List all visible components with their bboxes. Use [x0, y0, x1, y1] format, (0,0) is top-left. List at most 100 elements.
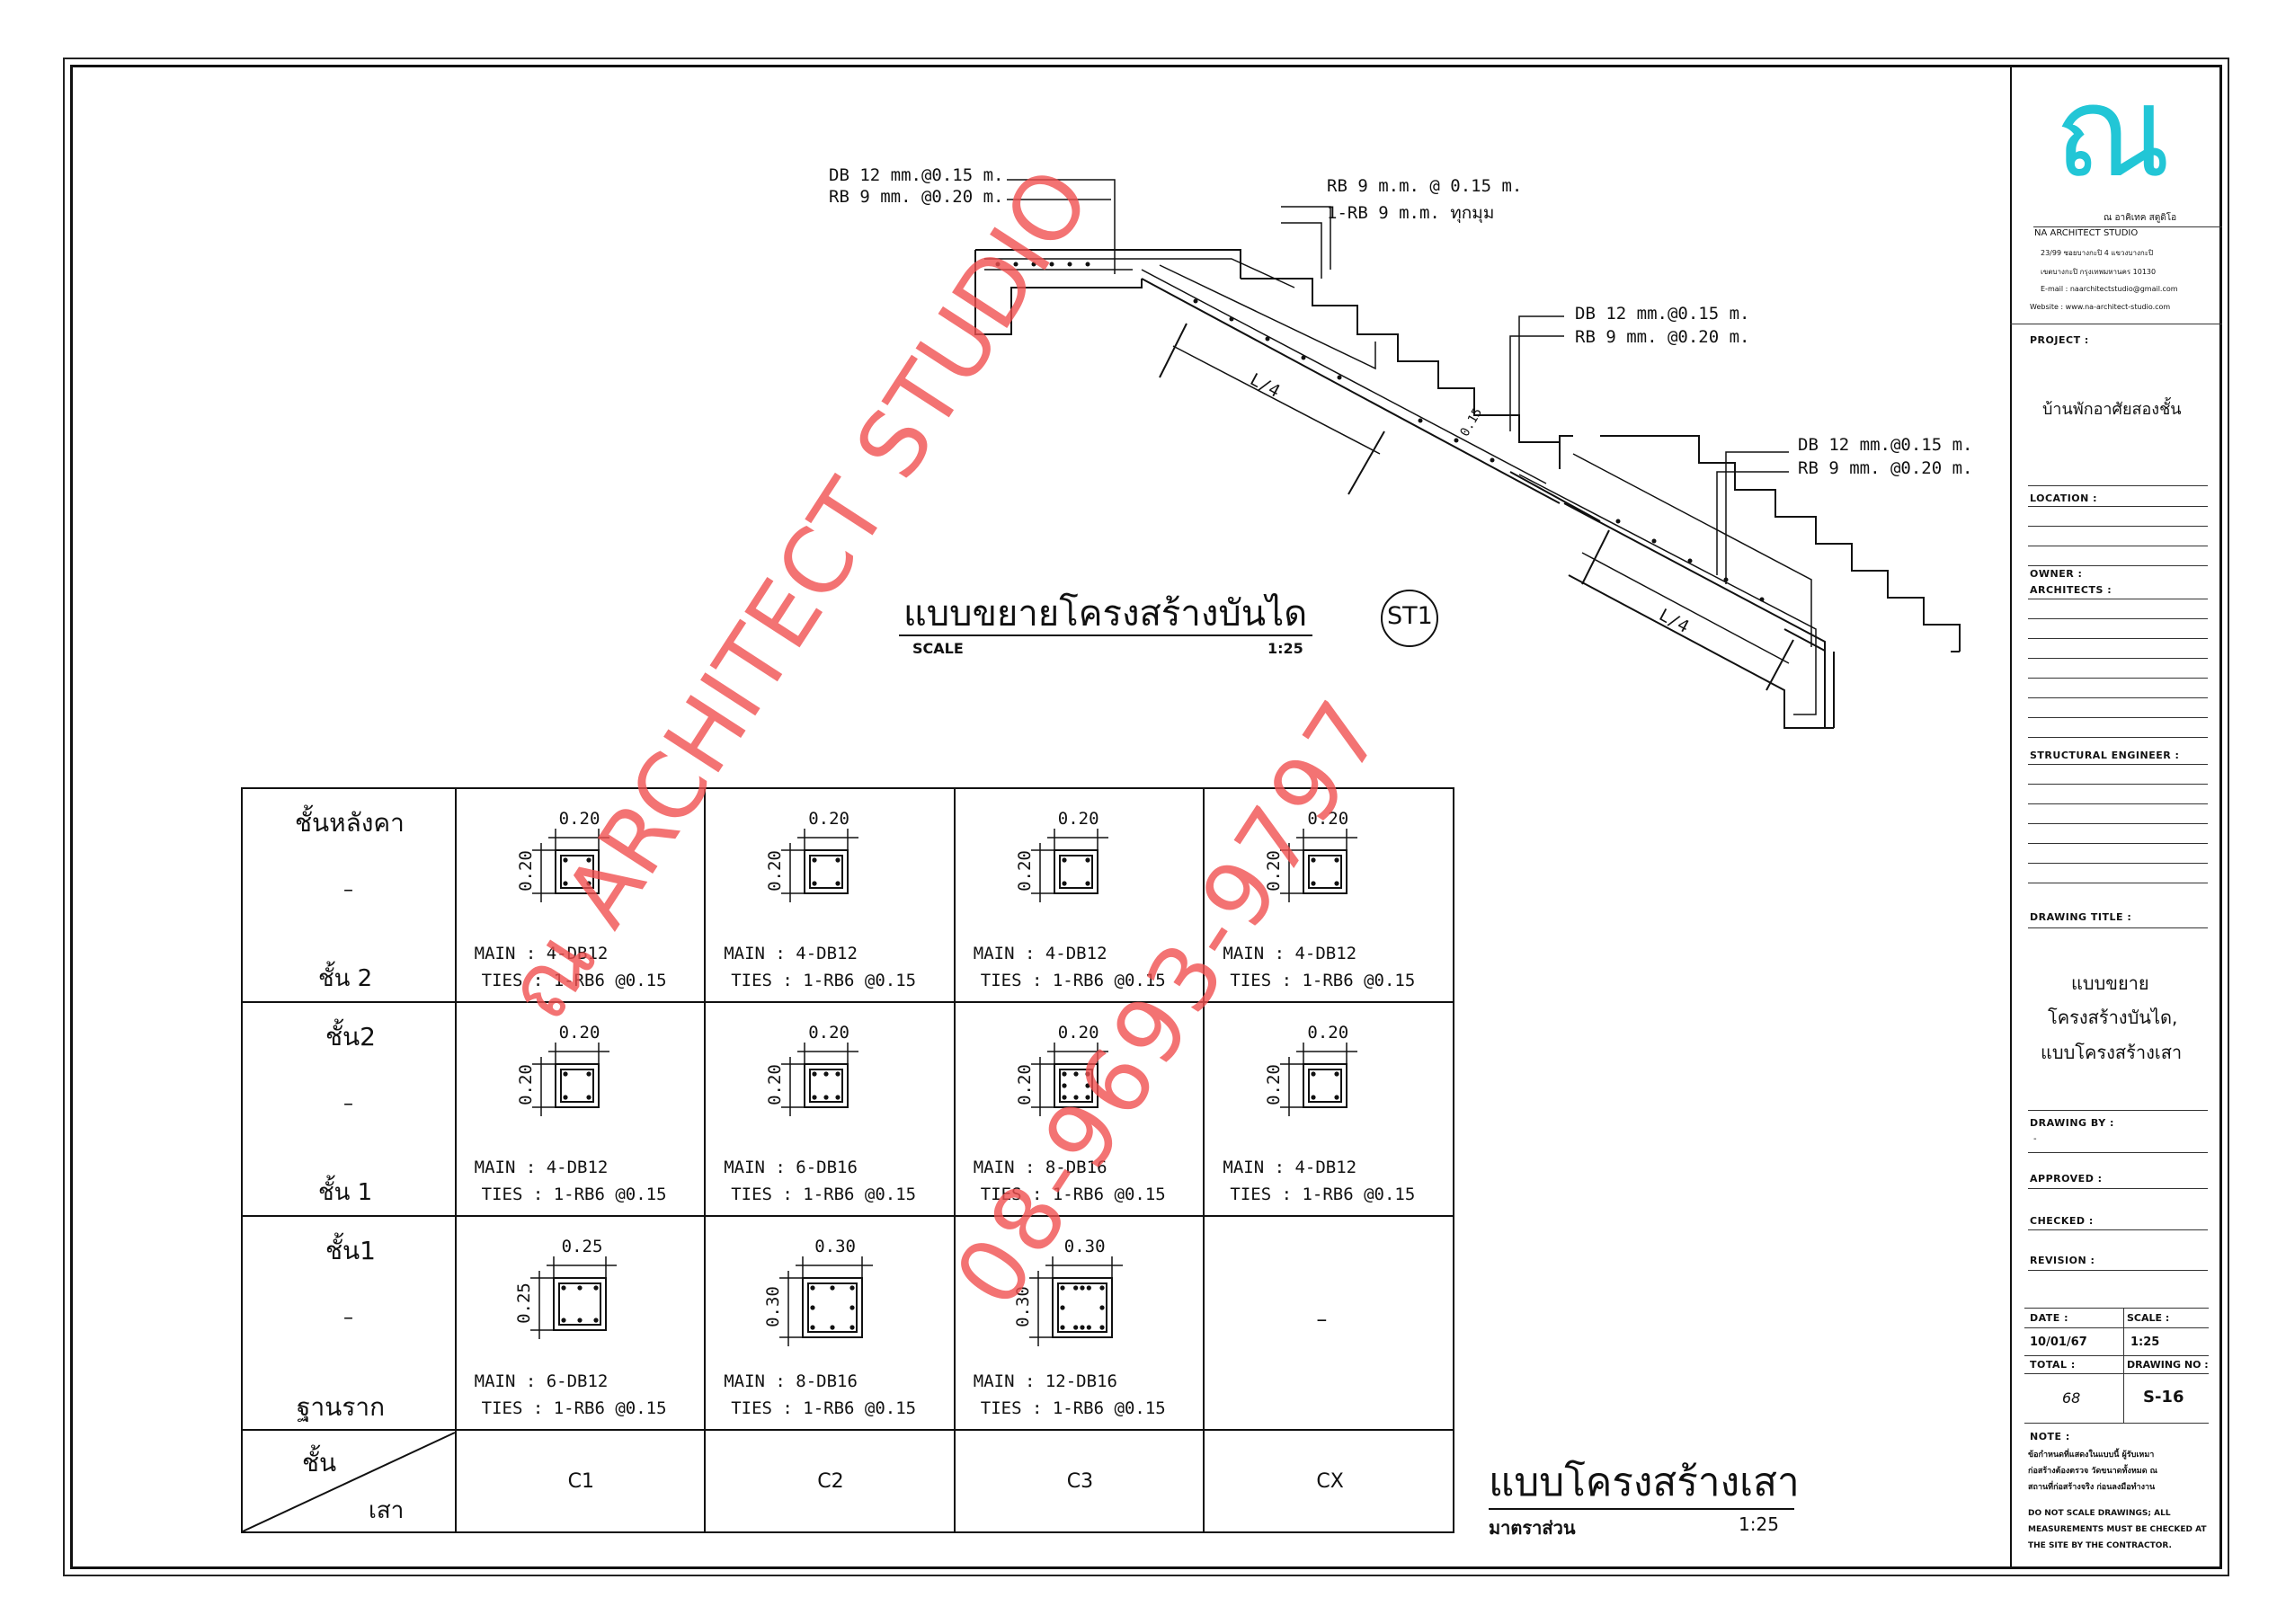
section-dim-top: 0.25: [561, 1237, 603, 1256]
section-dim-top: 0.20: [808, 1023, 849, 1043]
drawing-by-label: DRAWING BY :: [2030, 1117, 2114, 1129]
drawing-title-label: DRAWING TITLE :: [2030, 911, 2132, 923]
column-name-cell: C1: [454, 1429, 707, 1533]
tb-line: [2028, 823, 2208, 824]
project-label: PROJECT :: [2030, 334, 2089, 346]
scale-value: 1:25: [2130, 1336, 2160, 1349]
drawing-title-2: โครงสร้างบันได,: [2048, 1007, 2178, 1028]
tb-line: [2028, 1188, 2208, 1189]
section-dim-top: 0.20: [1057, 1023, 1099, 1043]
tb-line: [2028, 1110, 2208, 1111]
ties-text: TIES : 1-RB6 @0.15: [481, 971, 667, 990]
column-section-diagram: [781, 1043, 859, 1116]
tb-line: [2028, 1229, 2208, 1230]
column-section-diagram: [1280, 1043, 1358, 1116]
section-dim-top: 0.20: [1307, 809, 1349, 829]
ties-text: TIES : 1-RB6 @0.15: [980, 1185, 1166, 1204]
tb-line: [2028, 1270, 2208, 1271]
tb-line: [2024, 1373, 2209, 1374]
logo-divider: [2033, 226, 2222, 227]
main-rebar-text: MAIN : 12-DB16: [973, 1371, 1117, 1391]
ties-text: TIES : 1-RB6 @0.15: [481, 1185, 667, 1204]
ties-text: TIES : 1-RB6 @0.15: [731, 1398, 917, 1418]
header-floor: ชั้น: [302, 1448, 337, 1478]
column-name-cell: C2: [704, 1429, 956, 1533]
drawing-title-3: แบบโครงสร้างเสา: [2041, 1042, 2183, 1063]
scale-label: SCALE :: [2127, 1312, 2170, 1324]
note-th-2: ก่อสร้างต้องตรวจ วัดขนาดทั้งหมด ณ: [2028, 1467, 2158, 1476]
tb-line: [2028, 658, 2208, 659]
table-row: ชั้น เสา C1 C2 C3 CX: [241, 1429, 1454, 1533]
stair-tag: ST1: [1387, 602, 1433, 630]
row-label-cell: ชั้น2 – ชั้น 1: [241, 1001, 457, 1217]
diagonal-line: [243, 1432, 456, 1532]
column-title-underline: [1489, 1508, 1794, 1510]
tb-line: [2028, 843, 2208, 844]
section-dim-top: 0.30: [1063, 1237, 1106, 1256]
tb-line: [2028, 697, 2208, 698]
tb-line: [2028, 506, 2208, 507]
office-website: Website : www.na-architect-studio.com: [2030, 303, 2171, 311]
row-label-cell: ชั้น1 – ฐานราก: [241, 1215, 457, 1431]
stair-callout-2a: RB 9 m.m. @ 0.15 m.: [1327, 176, 1523, 196]
ties-text: TIES : 1-RB6 @0.15: [980, 971, 1166, 990]
section-dim-top: 0.20: [808, 809, 849, 829]
tb-line: [2028, 784, 2208, 785]
tb-line: [2028, 638, 2208, 639]
ties-text: TIES : 1-RB6 @0.15: [731, 971, 917, 990]
section-dim-top: 0.20: [558, 809, 600, 829]
tb-line: [2028, 565, 2208, 566]
date-label: DATE :: [2030, 1312, 2069, 1324]
tb-line: [2028, 717, 2208, 718]
column-section-diagram: [779, 1256, 874, 1346]
section-dim-top: 0.30: [814, 1237, 856, 1256]
column-section-diagram: [1030, 829, 1108, 902]
project-name: บ้านพักอาศัยสองชั้น: [2042, 400, 2182, 419]
total-value: 68: [2062, 1389, 2081, 1407]
main-rebar-text: MAIN : 4-DB12: [1223, 944, 1357, 963]
ties-text: TIES : 1-RB6 @0.15: [1230, 1185, 1416, 1204]
tb-line: [2024, 1355, 2209, 1356]
section-dim-side: 0.20: [1014, 850, 1035, 892]
note-th-1: ข้อกำหนดที่แสดงในแบบนี้ ผู้รับเหมา: [2028, 1451, 2155, 1460]
ties-text: TIES : 1-RB6 @0.15: [731, 1185, 917, 1204]
revision-label: REVISION :: [2030, 1255, 2095, 1266]
main-rebar-text: MAIN : 4-DB12: [1223, 1158, 1357, 1177]
sheet-border-inner: [70, 65, 2222, 1569]
tb-line: [2028, 678, 2208, 679]
main-rebar-text: MAIN : 4-DB12: [724, 944, 858, 963]
tb-line: [2028, 485, 2208, 486]
tb-line: [2028, 526, 2208, 527]
title-block: [2010, 65, 2222, 1569]
location-label: LOCATION :: [2030, 493, 2098, 504]
main-rebar-text: MAIN : 6-DB12: [474, 1371, 609, 1391]
date-grid: [2024, 1308, 2209, 1424]
column-section-diagram: [1028, 1256, 1123, 1346]
column-section-diagram: [1030, 1043, 1108, 1116]
stair-title: แบบขยายโครงสร้างบันได: [903, 593, 1308, 635]
logo-mark: ณ: [2054, 59, 2171, 206]
column-scale-value: 1:25: [1739, 1513, 1779, 1535]
section-dim-side: 0.25: [513, 1282, 534, 1324]
main-rebar-text: MAIN : 4-DB12: [973, 944, 1107, 963]
ties-text: TIES : 1-RB6 @0.15: [481, 1398, 667, 1418]
column-cell: –: [1203, 1215, 1454, 1431]
stair-scale-label: SCALE: [912, 640, 964, 657]
column-name-cell: C3: [953, 1429, 1205, 1533]
date-value: 10/01/67: [2030, 1336, 2087, 1349]
logo-name-en: NA ARCHITECT STUDIO: [2034, 228, 2139, 238]
ties-text: TIES : 1-RB6 @0.15: [1230, 971, 1416, 990]
approved-label: APPROVED :: [2030, 1173, 2103, 1185]
main-rebar-text: MAIN : 8-DB16: [724, 1371, 858, 1391]
tb-line: [2028, 863, 2208, 864]
